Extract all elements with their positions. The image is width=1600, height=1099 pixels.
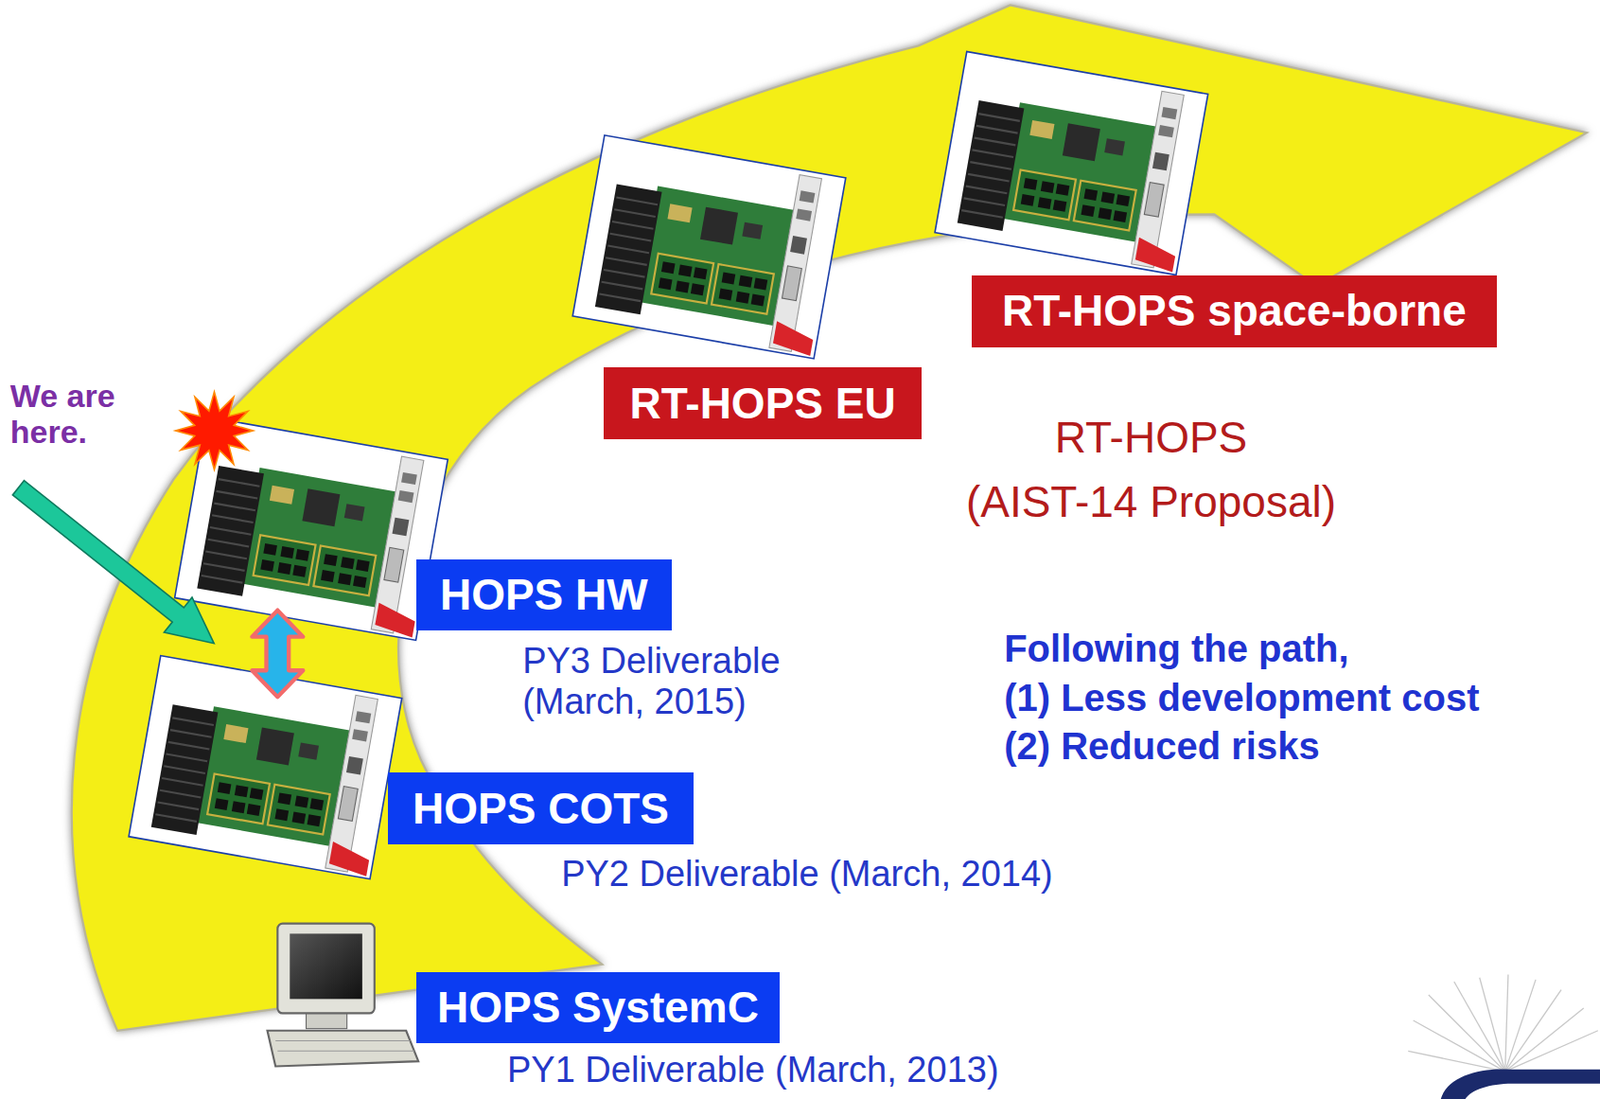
progress-arrow <box>71 4 1587 1030</box>
path-note: Following the path, <box>1003 627 1349 670</box>
box-label: RT-HOPS space-borne <box>1002 285 1467 336</box>
logo <box>1407 973 1600 1099</box>
stage-box: RT-HOPS space-borne <box>971 275 1497 347</box>
box-label: HOPS SystemC <box>437 982 759 1033</box>
pointer-arrow <box>4 470 229 662</box>
path-note: (1) Less development cost <box>1003 676 1479 720</box>
box-label: HOPS HW <box>439 569 649 620</box>
board-photo <box>572 135 846 359</box>
proposal-subtitle: (AIST-14 Proposal) <box>918 477 1385 528</box>
starburst <box>175 391 253 470</box>
double-arrow <box>251 610 303 698</box>
path-note: (2) Reduced risks <box>1003 724 1319 768</box>
stage-box: HOPS HW <box>416 559 672 631</box>
box-label: RT-HOPS EU <box>630 378 897 429</box>
stage-box: RT-HOPS EU <box>603 367 921 439</box>
stage-box: HOPS SystemC <box>416 971 780 1043</box>
deliverable-note: PY3 Deliverable (March, 2015) <box>522 640 797 721</box>
deliverable-note: PY1 Deliverable (March, 2013) <box>507 1049 1000 1091</box>
proposal-title: RT-HOPS <box>918 413 1385 463</box>
computer-icon <box>267 923 420 1067</box>
board-photo <box>128 655 403 880</box>
deliverable-note: PY2 Deliverable (March, 2014) <box>561 853 1054 895</box>
box-label: HOPS COTS <box>412 783 669 834</box>
board-photo <box>934 51 1209 275</box>
stage-box: HOPS COTS <box>387 772 695 844</box>
we-are-here-note: We are here. <box>10 377 153 450</box>
